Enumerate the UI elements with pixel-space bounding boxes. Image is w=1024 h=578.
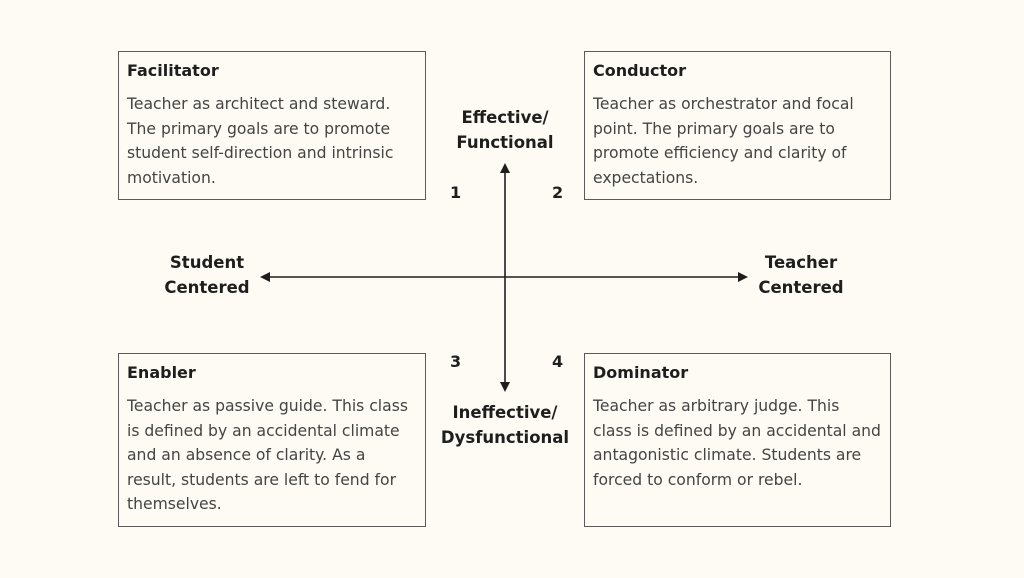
axis-label-ineffective: Ineffective/ Dysfunctional xyxy=(440,403,570,447)
facilitator-title: Facilitator xyxy=(127,61,219,80)
dominator-description: Teacher as arbitrary judge. This class i… xyxy=(593,397,881,489)
axis-label-effective: Effective/ Functional xyxy=(456,108,554,152)
facilitator-box: Facilitator Teacher as architect and ste… xyxy=(118,51,426,200)
enabler-box: Enabler Teacher as passive guide. This c… xyxy=(118,353,426,527)
conductor-box: Conductor Teacher as orchestrator and fo… xyxy=(584,51,891,200)
facilitator-description: Teacher as architect and steward. The pr… xyxy=(127,95,394,187)
conductor-title: Conductor xyxy=(593,61,686,80)
quadrant-number-3: 3 xyxy=(450,352,462,371)
axis-label-teacher-centered: Teacher Centered xyxy=(758,253,844,297)
enabler-title: Enabler xyxy=(127,363,196,382)
dominator-title: Dominator xyxy=(593,363,689,382)
quadrant-number-4: 4 xyxy=(552,352,564,371)
quadrant-number-2: 2 xyxy=(552,183,564,202)
enabler-description: Teacher as passive guide. This class is … xyxy=(127,397,408,514)
conductor-description: Teacher as orchestrator and focal point.… xyxy=(593,95,854,187)
axis-label-student-centered: Student Centered xyxy=(164,253,250,297)
quadrant-number-1: 1 xyxy=(450,183,462,202)
dominator-box: Dominator Teacher as arbitrary judge. Th… xyxy=(584,353,891,527)
